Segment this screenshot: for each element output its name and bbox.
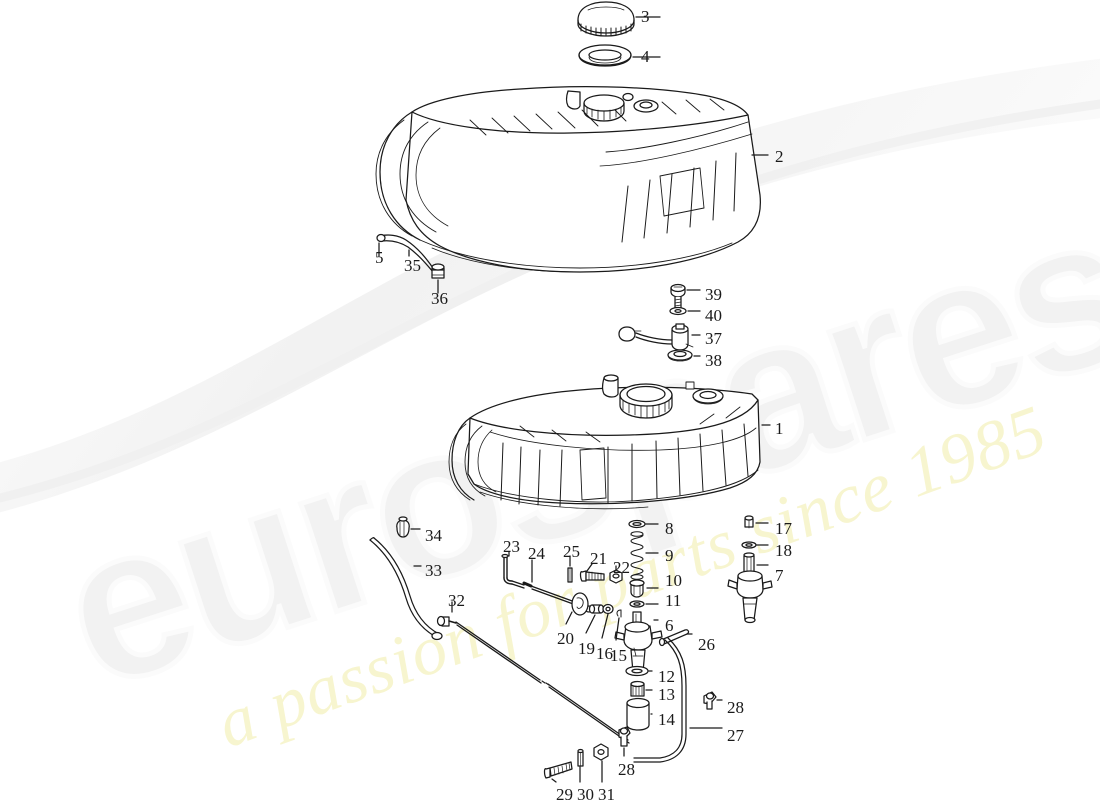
part-hose-clip-28-lower [618,726,631,747]
part-spring-9 [630,531,644,580]
part-strainer-cup-14 [626,697,650,731]
part-operating-lever-23 [501,553,525,589]
part-fuel-filler-cap [577,1,635,37]
part-sender-gasket [667,349,693,362]
callout-fuel-tap: 6 [665,616,674,635]
callout-link-rod: 24 [528,544,545,563]
part-fuel-hose-33 [369,536,443,641]
callout-hose-plug: 34 [425,526,442,545]
lower-tank-filler [619,383,673,419]
callout-hose-clip-lower: 28 [618,760,635,779]
callout-sealing-ring: 12 [658,667,675,686]
callout-bushing: 19 [578,639,595,658]
part-nut-31 [593,743,609,761]
part-bushing-19 [588,604,605,614]
part-pin-30 [577,748,584,767]
callout-hose-clip-upper: 28 [727,698,744,717]
callout-spring: 9 [665,546,674,565]
callout-vent-hose: 35 [404,256,421,275]
leader-19 [585,614,596,634]
upper-tank-filler [583,94,625,122]
part-hose-clamp-36 [431,263,445,279]
callout-pin-30: 30 [577,785,594,804]
callout-seal-ring: 8 [665,519,674,538]
callout-hose-clamp: 36 [431,289,448,308]
part-washer-18 [741,541,757,549]
callout-hose-sleeve: 26 [698,635,715,654]
part-hose-clip-28-upper [703,691,717,710]
part-vent-hose [376,233,435,274]
part-fuel-level-sender [618,323,694,351]
callout-fuel-hose: 33 [425,561,442,580]
leader-29 [551,778,557,783]
part-fuel-tank-upper [375,86,761,273]
callout-valve-cap-17: 17 [775,519,792,538]
callout-nut: 22 [613,558,630,577]
callout-sender-gasket: 38 [705,351,722,370]
leader-21 [586,563,593,572]
part-lever-plate-20 [571,592,589,616]
callout-cotter-pin: 15 [610,646,627,665]
callout-vent-line-end: 5 [375,248,384,267]
part-fuel-line-27 [633,637,687,763]
callout-fuel-tank-lower: 1 [775,419,784,438]
callout-washer-16: 16 [596,644,613,663]
part-hose-sleeve-26 [658,629,690,647]
part-filler-cap-gasket [578,44,632,67]
callout-strainer-cup: 14 [658,710,675,729]
callout-lever-plate: 20 [557,629,574,648]
callout-fuel-tank-upper: 2 [775,147,784,166]
part-nut-22 [609,569,623,584]
callout-washer-18: 18 [775,541,792,560]
part-filter-screen-13 [630,680,645,697]
callout-nut-31: 31 [598,785,615,804]
callout-washer-small: 11 [665,591,682,610]
part-washer-40 [669,306,687,316]
callout-filter-screen: 13 [658,685,675,704]
callout-screw: 39 [705,285,722,304]
callout-filler-cap-gasket: 4 [641,47,650,66]
part-seal-ring-8 [628,519,646,529]
part-fuel-tank-lower [448,374,761,510]
callout-bolt: 21 [590,549,607,568]
part-sealing-ring-12 [625,665,649,677]
callout-valve-cap: 10 [665,571,682,590]
callout-fuel-line: 27 [727,726,744,745]
part-washer-11 [629,600,645,608]
part-valve-cap-10 [629,579,645,598]
callout-control-rod: 32 [448,591,465,610]
callout-fuel-filler-cap: 3 [641,7,650,26]
part-bolt-21 [579,570,605,582]
part-reserve-tap-7 [727,552,773,624]
part-screw-29 [543,761,573,779]
callout-washer: 40 [705,306,722,325]
callout-operating-lever: 23 [503,537,520,556]
leader-20 [565,611,573,625]
part-control-rod-32 [436,615,630,744]
callout-reserve-tap: 7 [775,566,784,585]
part-washer-16 [602,603,614,615]
callout-pin: 25 [563,542,580,561]
part-pin-25 [567,567,573,583]
callout-fuel-level-sender: 37 [705,329,722,348]
leader-15 [615,617,620,641]
callout-screw-29: 29 [556,785,573,804]
part-hose-plug-34 [396,516,410,538]
part-valve-cap-17 [744,515,754,529]
leader-16 [601,613,609,639]
part-cotter-pin-15 [616,609,622,618]
